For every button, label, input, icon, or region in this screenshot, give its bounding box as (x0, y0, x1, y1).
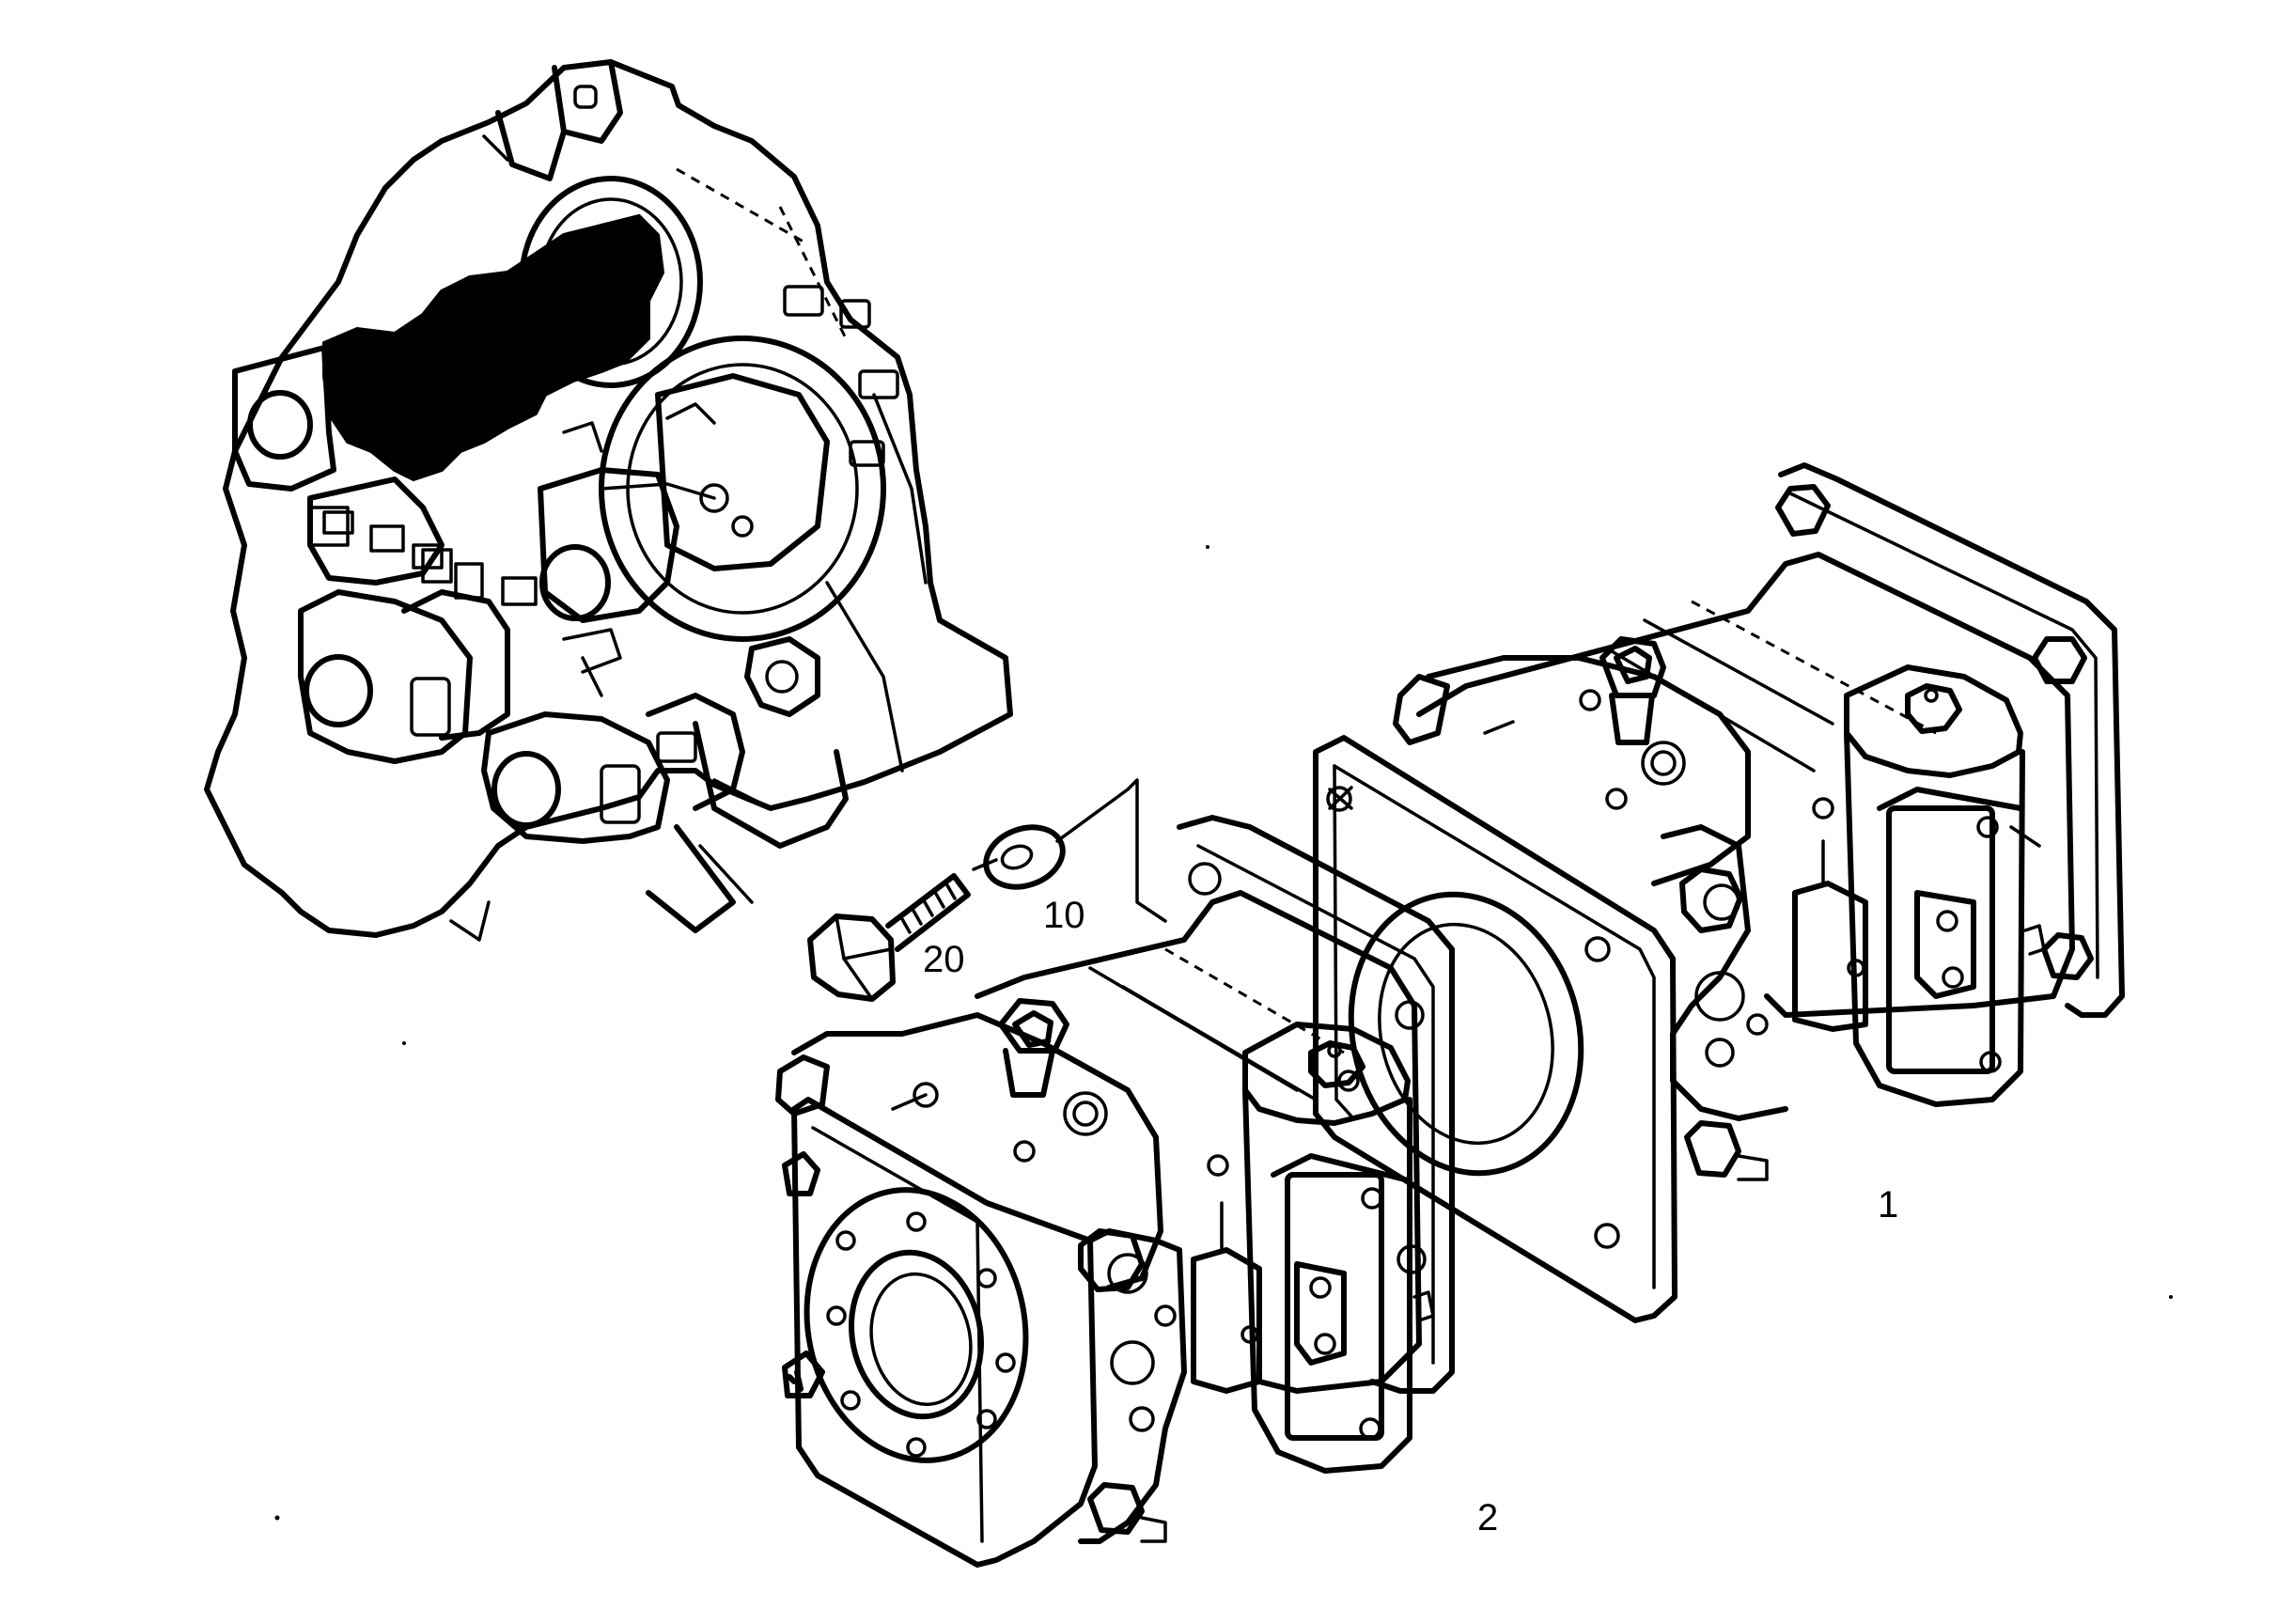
scan-speck (2169, 1295, 2173, 1299)
highlighted-pump-unit (322, 213, 665, 482)
callout-label-10: 10 (1043, 895, 1085, 936)
callout-label-1: 1 (1878, 1184, 1898, 1226)
callout-label-20: 20 (923, 939, 965, 980)
double-pump-assembly (775, 462, 2125, 1568)
flat-washer-part (972, 824, 1066, 890)
scan-speck (402, 1041, 406, 1045)
scan-speck (274, 1515, 280, 1521)
hex-bolt-part (807, 873, 971, 1002)
transmission-overview (204, 59, 1013, 942)
leader-line-10 (1055, 778, 1167, 923)
callout-label-2: 2 (1477, 1497, 1498, 1538)
scan-speck (1206, 545, 1209, 549)
